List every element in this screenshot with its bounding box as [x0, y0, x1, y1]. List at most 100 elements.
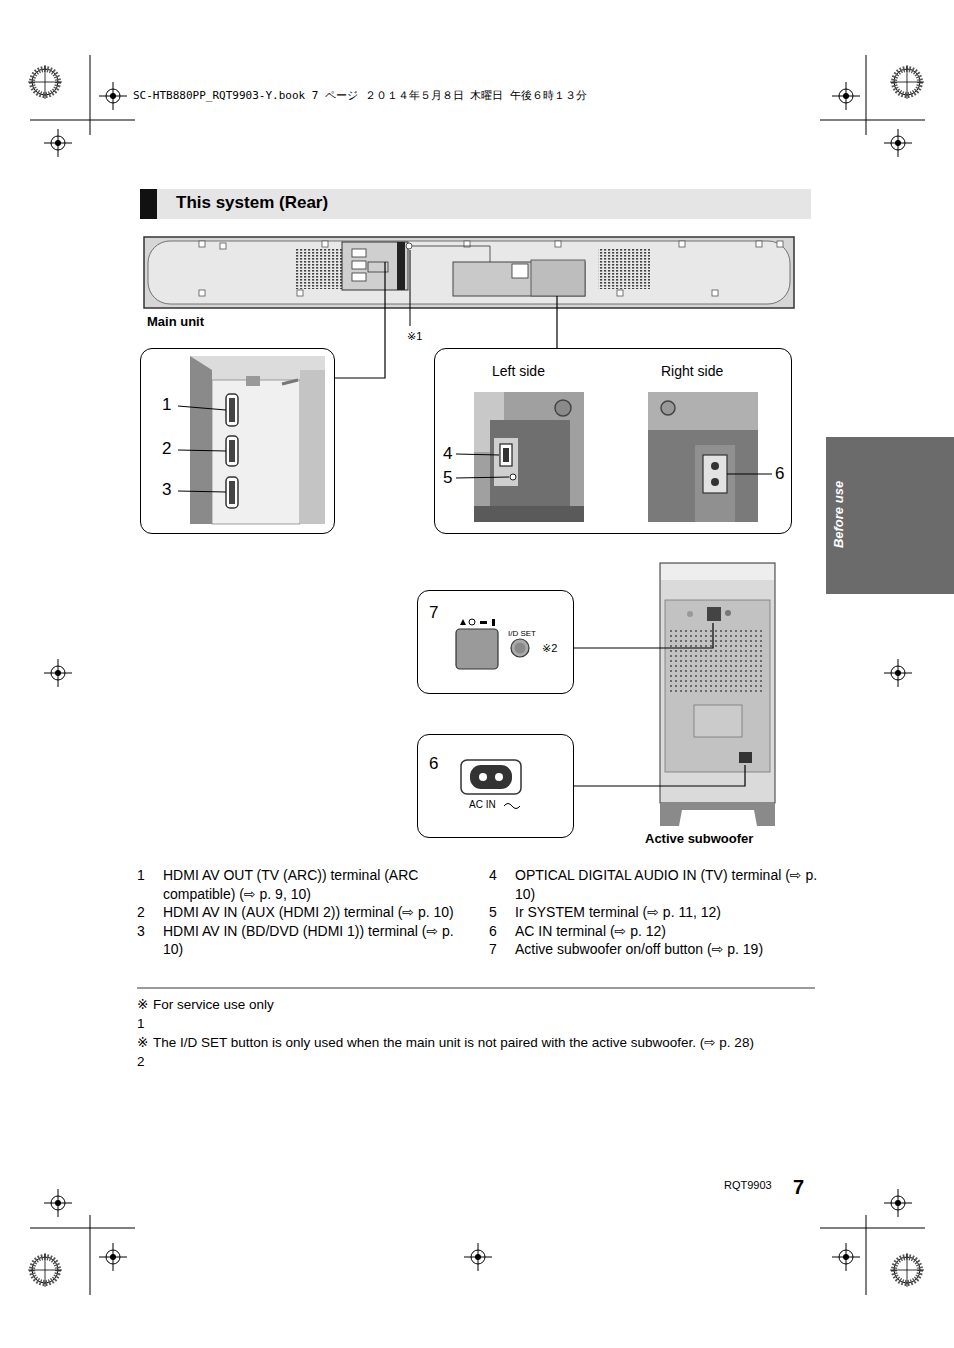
- detail-inset: 7I/D SET※2: [417, 590, 574, 694]
- left-side-photo: [510, 474, 516, 480]
- list-row: ※ 2The I/D SET button is only used when …: [137, 1033, 827, 1071]
- crop-marks: [90, 55, 91, 135]
- main-unit-drawing: [406, 243, 412, 249]
- illustration: [44, 1189, 72, 1217]
- note-mark: ※1: [407, 330, 422, 343]
- main-unit-drawing: [410, 250, 411, 326]
- left-side-photo: [456, 454, 509, 478]
- part-name: Main unit: [147, 315, 204, 330]
- section-title: This system (Rear): [176, 193, 328, 213]
- item-number: 2: [137, 903, 163, 922]
- item-number: 6: [489, 922, 515, 941]
- crop-marks: [30, 120, 135, 121]
- main-unit-drawing: [679, 241, 685, 247]
- main-unit-drawing: [342, 242, 408, 290]
- illustration: [884, 129, 912, 157]
- hdmi-terminal-photo: [229, 398, 235, 504]
- view-label: Right side: [661, 363, 723, 379]
- subwoofer-drawing: [660, 803, 775, 826]
- subwoofer-drawing: [661, 564, 774, 580]
- item-text: Active subwoofer on/off button (⇨ p. 19): [515, 940, 819, 959]
- active-subwoofer: Active subwoofer: [660, 563, 776, 826]
- main-unit-drawing: [352, 273, 366, 281]
- power-switch-drawing: [460, 619, 466, 625]
- subwoofer-drawing: [660, 563, 775, 826]
- main-unit-drawing: [220, 243, 226, 249]
- main-unit-drawing: [352, 261, 366, 269]
- detail-inset: 6AC IN: [417, 734, 574, 838]
- item-text: HDMI AV IN (BD/DVD (HDMI 1)) terminal (⇨…: [163, 922, 457, 959]
- subwoofer-drawing: [707, 607, 721, 621]
- part-name: Active subwoofer: [645, 832, 753, 847]
- side-tab: [826, 437, 954, 594]
- hdmi-terminal-photo: [300, 370, 325, 524]
- hdmi-terminal-photo: [229, 440, 235, 462]
- list-row: 5Ir SYSTEM terminal (⇨ p. 11, 12): [489, 903, 819, 922]
- subwoofer-drawing: [660, 765, 745, 786]
- main-unit-drawing: [384, 262, 385, 308]
- item-text: The I/D SET button is only used when the…: [153, 1033, 827, 1071]
- ac-inlet-drawing: [461, 760, 521, 794]
- main-unit-drawing: [555, 241, 561, 247]
- leader-connector: [574, 647, 660, 648]
- item-number: 4: [489, 866, 515, 903]
- main-unit-drawing: [531, 260, 585, 296]
- detail-inset: Left sideRight side456: [434, 348, 792, 534]
- power-switch-drawing: [492, 619, 495, 626]
- left-side-photo: [555, 400, 571, 416]
- power-switch-drawing: [456, 619, 529, 669]
- main-unit-drawing: [199, 241, 205, 247]
- subwoofer-drawing: [665, 600, 770, 772]
- callout-number: 6: [775, 464, 784, 484]
- illustration: [44, 659, 72, 687]
- illustration: [464, 1243, 492, 1271]
- item-text: HDMI AV OUT (TV (ARC)) terminal (ARC com…: [163, 866, 457, 903]
- right-side-photo: [727, 474, 772, 475]
- item-number: ※ 2: [137, 1033, 153, 1071]
- item-number: 7: [489, 940, 515, 959]
- item-text: Ir SYSTEM terminal (⇨ p. 11, 12): [515, 903, 819, 922]
- list-row: 1HDMI AV OUT (TV (ARC)) terminal (ARC co…: [137, 866, 457, 903]
- right-side-photo: [648, 430, 758, 522]
- hdmi-terminal-photo: [178, 406, 226, 492]
- left-side-photo: [494, 438, 518, 486]
- right-side-photo: [661, 401, 675, 415]
- main-unit: Main unit: [144, 236, 795, 308]
- leader-connector: [335, 308, 385, 378]
- item-number: 3: [137, 922, 163, 959]
- footnote-list: ※ 1For service use only※ 2The I/D SET bu…: [137, 995, 827, 1071]
- note-mark: ※2: [542, 642, 557, 655]
- hdmi-terminal-photo: [178, 356, 325, 524]
- right-side-photo: [695, 445, 735, 522]
- leader-connector: [556, 308, 557, 348]
- main-unit-drawing: [199, 241, 783, 296]
- item-number: 5: [489, 903, 515, 922]
- list-row: 2HDMI AV IN (AUX (HDMI 2)) terminal (⇨ p…: [137, 903, 457, 922]
- subwoofer-drawing: [694, 705, 742, 737]
- hdmi-terminal-photo: [226, 477, 238, 508]
- crop-marks: [90, 1215, 91, 1295]
- power-switch-drawing: [469, 619, 475, 625]
- item-text: OPTICAL DIGITAL AUDIO IN (TV) terminal (…: [515, 866, 819, 903]
- hdmi-terminal-photo: [190, 356, 212, 524]
- main-unit-drawing: [397, 242, 405, 290]
- list-row: 3HDMI AV IN (BD/DVD (HDMI 1)) terminal (…: [137, 922, 457, 959]
- illustration: [99, 82, 127, 110]
- main-unit-drawing: [412, 246, 490, 262]
- illustration: [99, 1243, 127, 1271]
- subwoofer-drawing: [660, 563, 775, 803]
- power-switch-drawing: [456, 629, 498, 669]
- left-side-photo: [474, 506, 584, 522]
- callout-number: 5: [443, 468, 452, 488]
- main-unit-drawing: [297, 290, 303, 296]
- right-side-photo: [648, 392, 772, 522]
- left-side-photo: [456, 454, 499, 455]
- ac-inlet-drawing: [504, 804, 520, 809]
- power-switch-drawing: [511, 639, 529, 657]
- left-side-photo: [474, 392, 584, 522]
- illustration: [28, 65, 62, 99]
- left-side-photo: [456, 392, 584, 522]
- leader-connector: [574, 786, 660, 787]
- hdmi-terminal-photo: [229, 398, 235, 422]
